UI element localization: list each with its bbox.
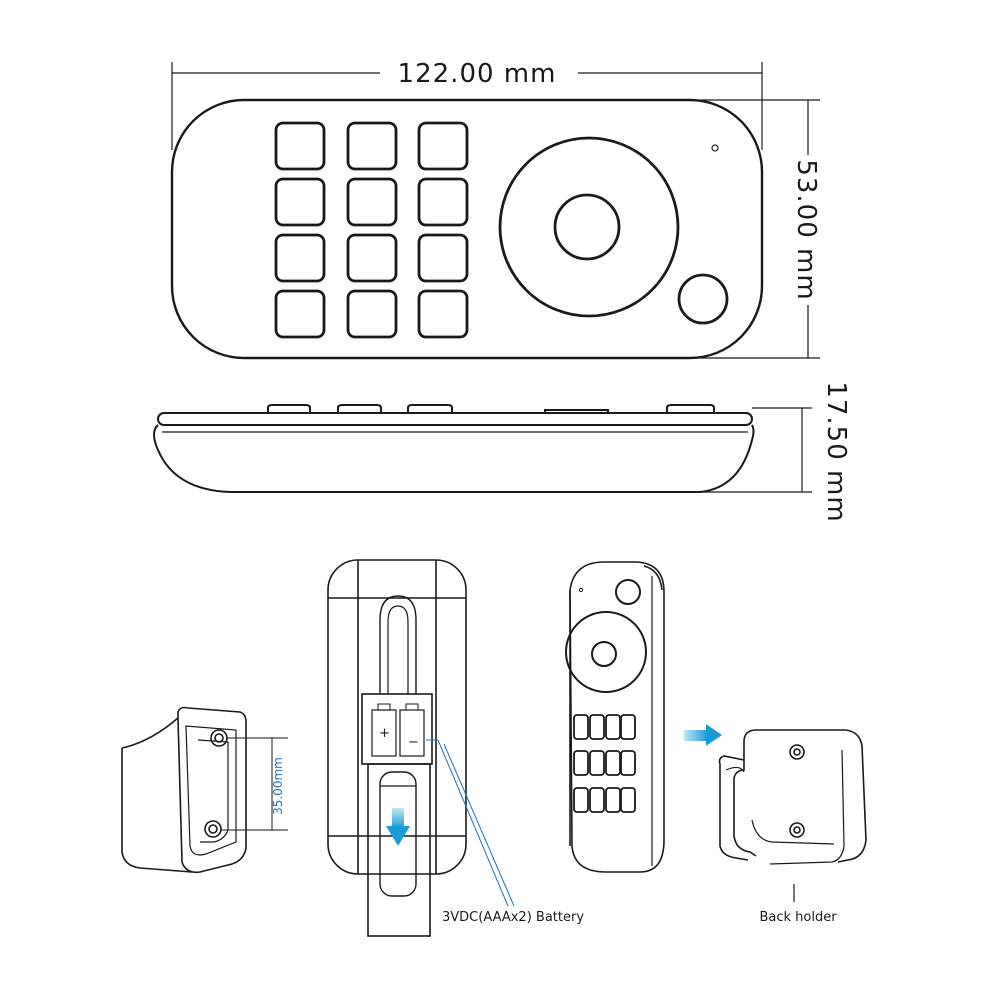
remote-side-view <box>153 404 755 493</box>
width-dimension <box>171 62 763 150</box>
power-button <box>677 273 729 325</box>
slide-down-arrow-icon <box>386 808 410 846</box>
perspective-center-button <box>591 641 617 667</box>
perspective-power-button <box>615 579 641 605</box>
depth-label: 17.50 mm <box>821 381 851 522</box>
back-holder-label: Back holder <box>759 910 837 925</box>
battery-minus-sign: − <box>408 735 419 750</box>
back-holder <box>718 729 867 865</box>
indicator-led <box>711 144 719 152</box>
height-label: 53.00 mm <box>791 159 821 300</box>
center-button <box>553 193 621 261</box>
width-label: 122.00 mm <box>398 59 557 89</box>
insert-arrow-icon <box>684 724 722 746</box>
height-dimension <box>700 99 820 359</box>
remote-perspective-view <box>565 561 665 873</box>
remote-back-view <box>327 559 467 937</box>
wall-holder-left <box>121 706 247 874</box>
color-wheel <box>498 136 680 318</box>
mount-spacing-dimension <box>220 737 288 831</box>
button-grid <box>274 121 469 339</box>
battery-plus-sign: + <box>379 726 390 741</box>
depth-dimension <box>700 407 812 493</box>
mount-spacing-label: 35.00mm <box>271 757 285 815</box>
battery-label: 3VDC(AAAx2) Battery <box>442 910 584 925</box>
remote-top-view <box>170 98 764 360</box>
battery-callout-line <box>426 739 515 907</box>
perspective-wheel <box>565 611 647 693</box>
